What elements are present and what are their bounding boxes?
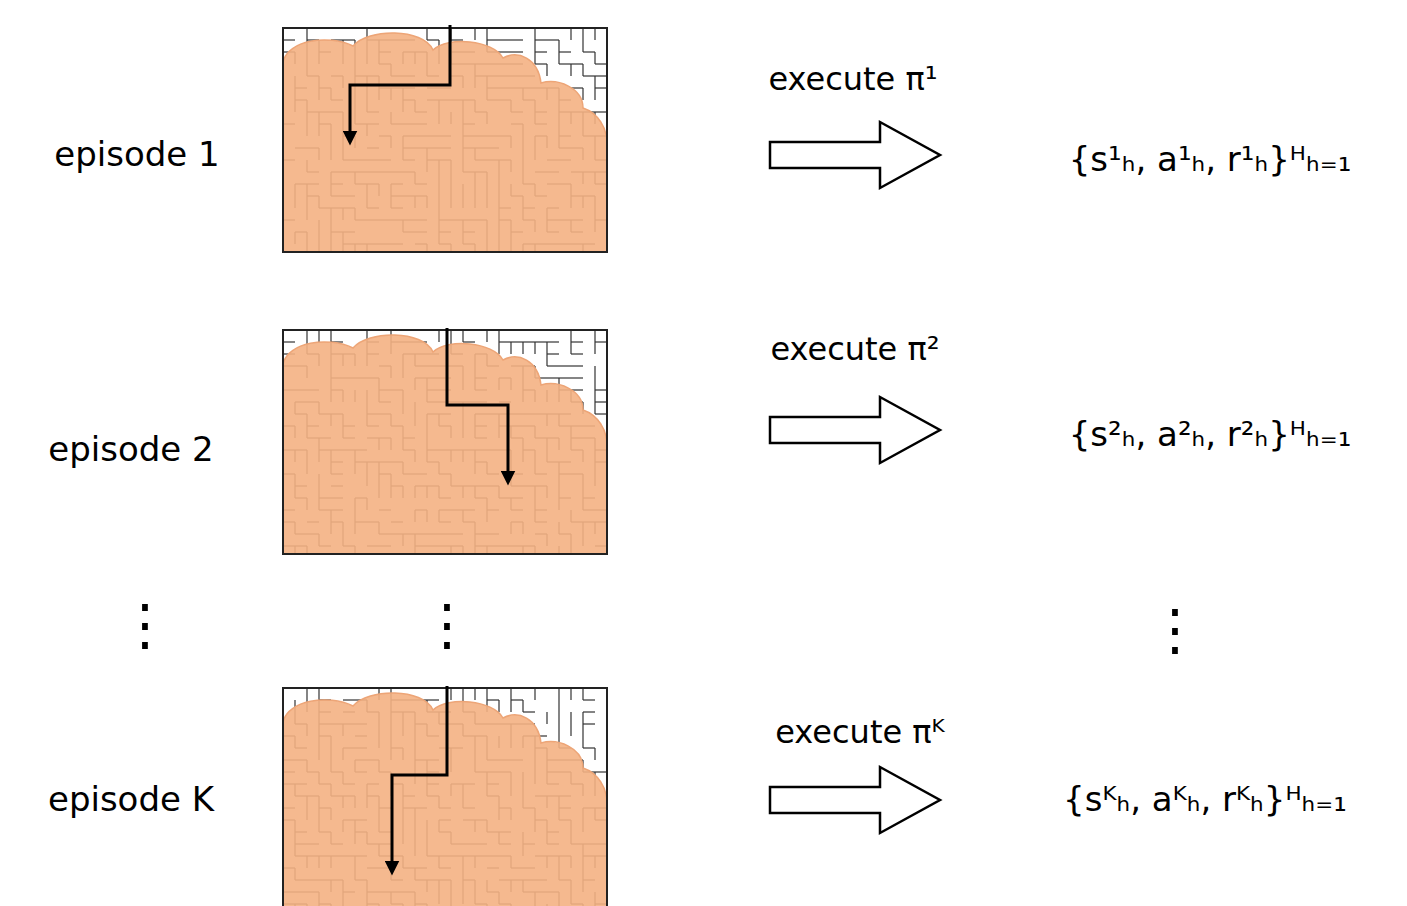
explored-region — [283, 335, 607, 554]
execute-arrow — [770, 397, 940, 463]
execute-arrow — [770, 767, 940, 833]
explored-region — [283, 33, 607, 252]
episode-label: episode K — [48, 781, 214, 818]
policy-label: execute π¹ — [768, 62, 937, 97]
ellipsis: ⋮ — [117, 594, 173, 656]
ellipsis: ⋮ — [419, 594, 475, 656]
trajectory-set: {s²ₕ, a²ₕ, r²ₕ}ᴴₕ₌₁ — [1069, 416, 1352, 453]
trajectory-set: {sᴷₕ, aᴷₕ, rᴷₕ}ᴴₕ₌₁ — [1063, 781, 1347, 818]
episode-label: episode 2 — [48, 431, 213, 468]
maze-panel — [283, 25, 607, 256]
policy-label: execute πᴷ — [775, 715, 945, 750]
maze-walls — [283, 688, 607, 906]
explored-region — [283, 693, 607, 906]
ellipsis: ⋮ — [1147, 599, 1203, 661]
maze-panel — [283, 686, 607, 906]
maze-walls — [283, 28, 607, 252]
trajectory-arrow — [392, 686, 447, 868]
policy-label: execute π² — [770, 332, 939, 367]
episode-label: episode 1 — [54, 136, 219, 173]
maze-panel — [283, 328, 607, 558]
trajectory-arrow — [447, 328, 508, 478]
trajectory-set: {s¹ₕ, a¹ₕ, r¹ₕ}ᴴₕ₌₁ — [1069, 141, 1352, 178]
maze-walls — [283, 330, 607, 554]
execute-arrow — [770, 122, 940, 188]
trajectory-arrow — [350, 25, 450, 138]
